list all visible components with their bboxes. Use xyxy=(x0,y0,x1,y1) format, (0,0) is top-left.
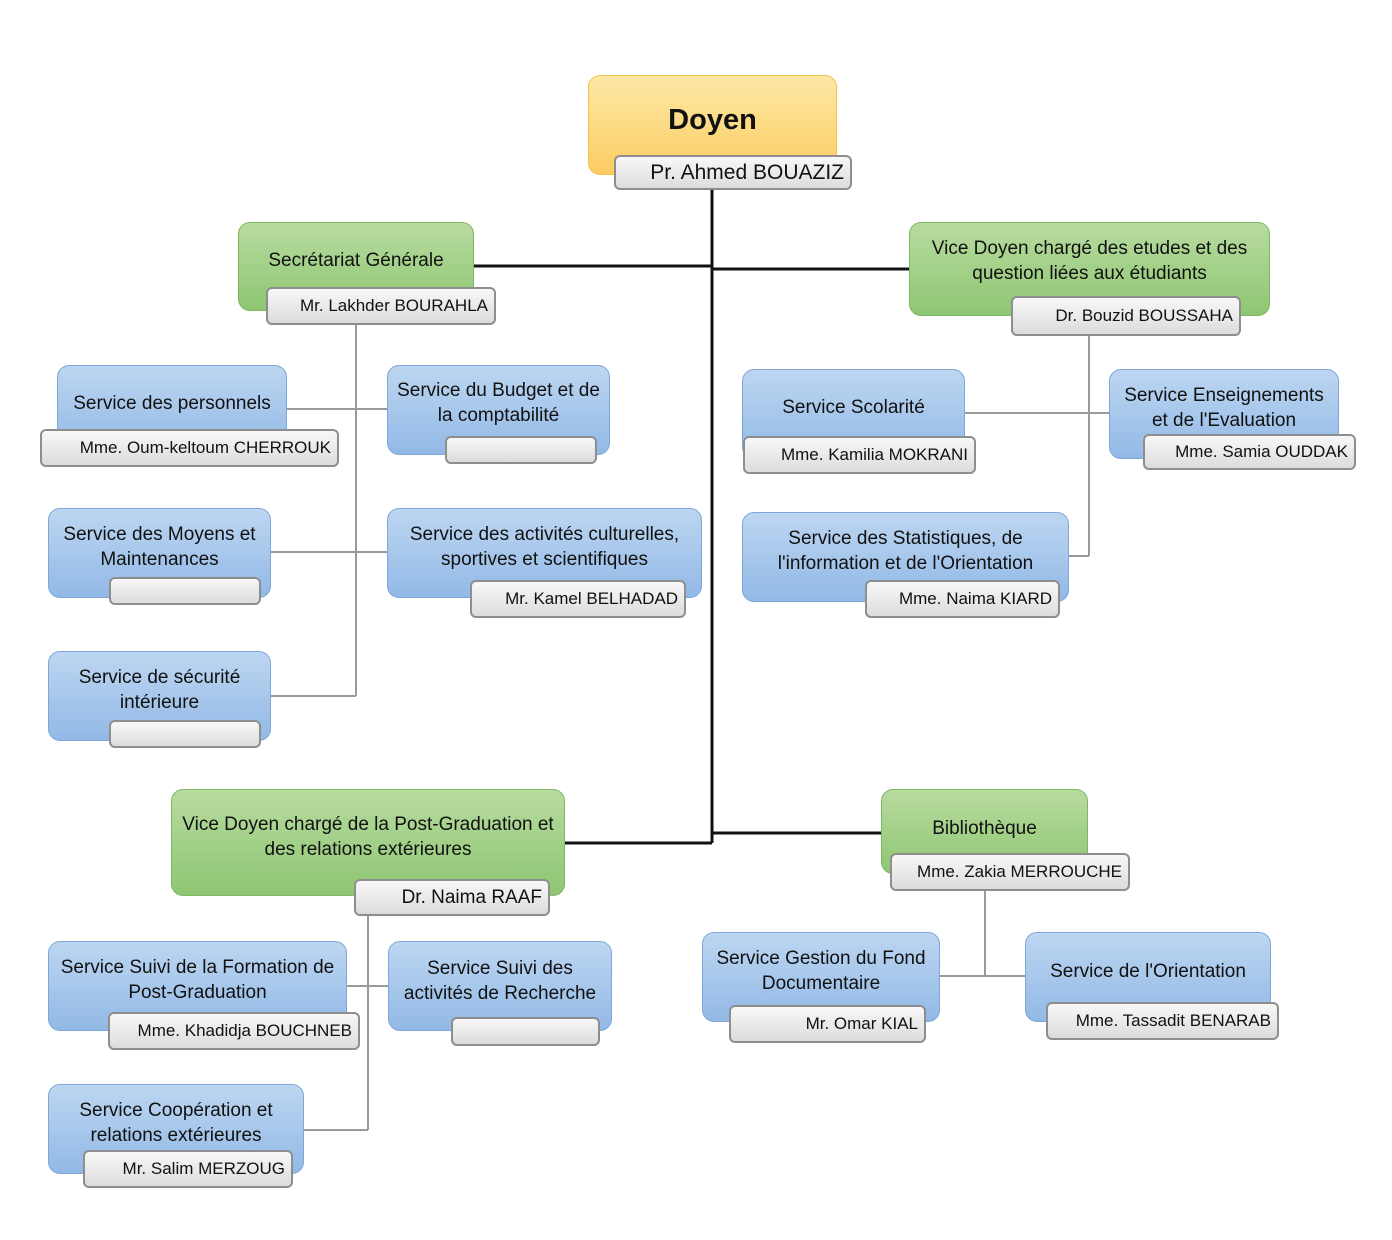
service-statistiques-title: Service des Statistiques, de l'informati… xyxy=(777,528,1034,574)
doyen-name: Pr. Ahmed BOUAZIZ xyxy=(614,155,852,190)
service-suivi-formation-title: Service Suivi de la Formation de Post-Gr… xyxy=(60,957,335,1003)
doyen-title: Doyen xyxy=(668,104,757,136)
service-personnels-name: Mme. Oum-keltoum CHERROUK xyxy=(40,429,339,467)
service-cooperation-name: Mr. Salim MERZOUG xyxy=(83,1150,293,1188)
service-securite-title: Service de sécurité intérieure xyxy=(78,667,241,713)
service-budget-title: Service du Budget et de la comptabilité xyxy=(397,380,600,426)
service-suivi-recherche-box: Service Suivi des activités de Recherche xyxy=(388,941,612,1031)
vd-post-box: Vice Doyen chargé de la Post-Graduation … xyxy=(171,789,565,896)
service-statistiques-name: Mme. Naima KIARD xyxy=(865,580,1060,618)
service-suivi-recherche-title: Service Suivi des activités de Recherche xyxy=(403,958,597,1004)
vd-etudes-name: Dr. Bouzid BOUSSAHA xyxy=(1011,296,1241,336)
service-suivi-recherche-name xyxy=(451,1017,600,1046)
service-scolarite-title: Service Scolarité xyxy=(782,397,925,418)
service-moyens-title: Service des Moyens et Maintenances xyxy=(63,524,256,570)
service-gestion-fond-title: Service Gestion du Fond Documentaire xyxy=(716,948,926,994)
service-scolarite-name: Mme. Kamilia MOKRANI xyxy=(743,436,976,474)
service-securite-name xyxy=(109,720,261,748)
service-budget-name xyxy=(445,436,597,464)
bibliotheque-name: Mme. Zakia MERROUCHE xyxy=(890,853,1130,891)
service-gestion-fond-name: Mr. Omar KIAL xyxy=(729,1005,926,1043)
service-enseignements-title: Service Enseignements et de l'Evaluation xyxy=(1124,385,1324,431)
service-orientation-name: Mme. Tassadit BENARAB xyxy=(1046,1002,1279,1040)
service-cooperation-title: Service Coopération et relations extérie… xyxy=(79,1100,273,1146)
vd-etudes-title: Vice Doyen chargé des etudes et des ques… xyxy=(931,238,1248,284)
secretariat-name: Mr. Lakhder BOURAHLA xyxy=(266,287,496,325)
service-activites-name: Mr. Kamel BELHADAD xyxy=(470,580,686,618)
bibliotheque-title: Bibliothèque xyxy=(932,818,1037,839)
service-personnels-title: Service des personnels xyxy=(73,393,271,414)
service-orientation-title: Service de l'Orientation xyxy=(1050,961,1246,982)
vd-post-title: Vice Doyen chargé de la Post-Graduation … xyxy=(182,814,554,860)
service-suivi-formation-name: Mme. Khadidja BOUCHNEB xyxy=(108,1012,360,1050)
service-enseignements-name: Mme. Samia OUDDAK xyxy=(1143,434,1356,470)
service-activites-title: Service des activités culturelles, sport… xyxy=(409,524,680,570)
secretariat-title: Secrétariat Générale xyxy=(268,250,444,271)
vd-post-name: Dr. Naima RAAF xyxy=(354,879,550,916)
service-moyens-name xyxy=(109,577,261,605)
